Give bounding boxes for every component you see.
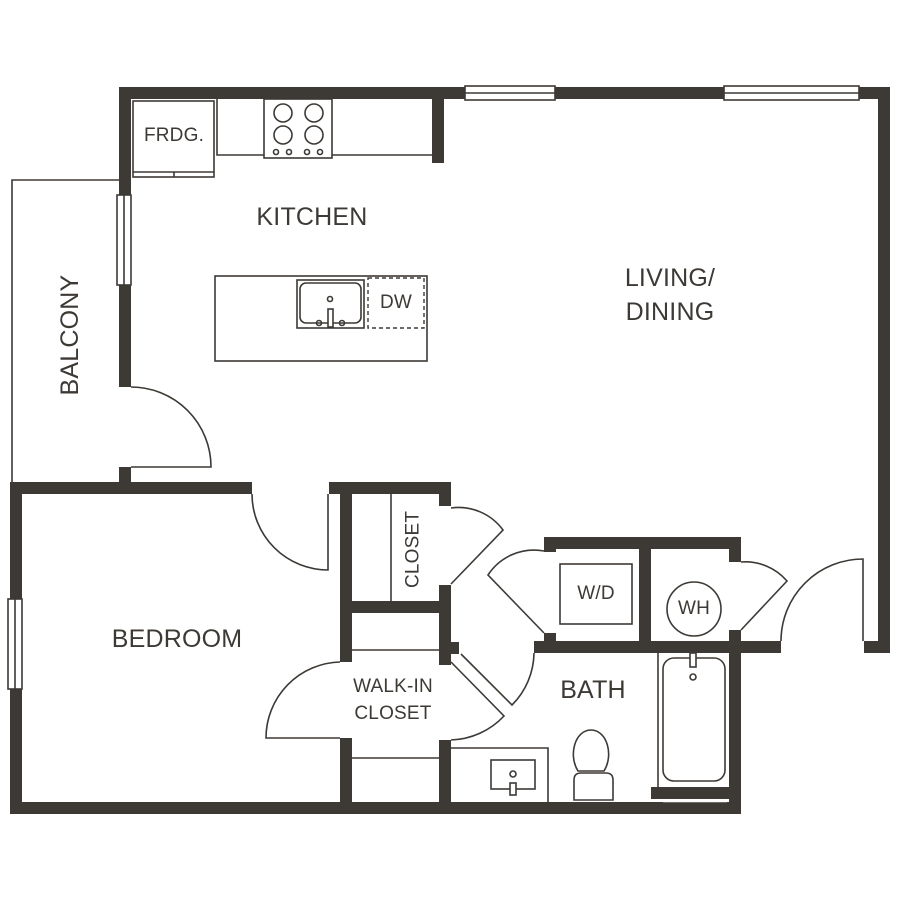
kitchen-label: KITCHEN <box>256 203 368 231</box>
dishwasher-label: DW <box>379 292 413 313</box>
washer-dryer <box>559 563 633 625</box>
balcony-label: BALCONY <box>56 274 84 396</box>
walkin-closet-label-line1: WALK-IN <box>353 676 433 697</box>
bedroom-label: BEDROOM <box>111 625 243 653</box>
closet-label: CLOSET <box>402 510 424 589</box>
water-heater <box>666 581 722 637</box>
kitchen-island <box>214 275 428 362</box>
fridge-label: FRDG. <box>143 125 205 146</box>
living-label-line1: LIVING/ <box>624 264 716 292</box>
walls <box>10 87 890 814</box>
doors <box>130 386 864 741</box>
kitchen-counters <box>132 98 432 178</box>
windows <box>7 85 860 690</box>
bath-fixtures <box>451 652 727 803</box>
washer-dryer-label: W/D <box>577 583 615 604</box>
water-heater-label: WH <box>677 598 711 619</box>
living-label-line2: DINING <box>625 298 715 326</box>
balcony-outline <box>11 179 119 482</box>
closet-shelves <box>352 494 439 759</box>
bath-label: BATH <box>560 676 626 704</box>
walkin-closet-label-line2: CLOSET <box>354 703 432 724</box>
